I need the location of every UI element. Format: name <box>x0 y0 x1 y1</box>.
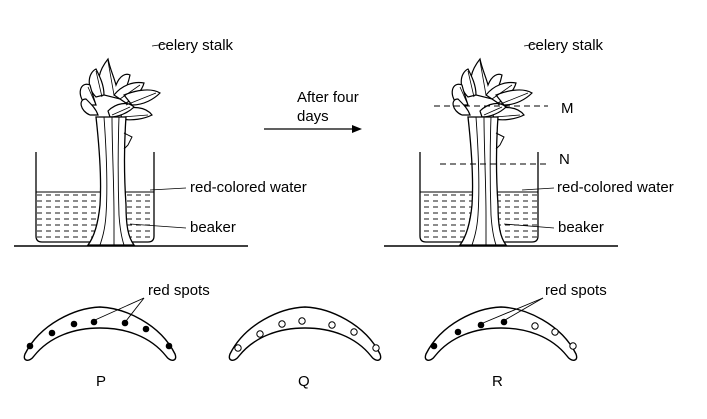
spot-filled <box>26 342 34 350</box>
spot-filled <box>165 342 173 350</box>
label-beaker-left: beaker <box>190 219 236 236</box>
spot-empty <box>256 330 264 338</box>
spot-filled <box>70 320 78 328</box>
label-celery-stalk-left: celery stalk <box>158 37 234 54</box>
section-p: red spots P <box>23 282 210 390</box>
section-q: Q <box>228 306 382 390</box>
spot-filled <box>477 321 485 329</box>
label-celery-stalk-right: celery stalk <box>528 37 604 54</box>
spot-empty <box>298 317 306 325</box>
spot-filled <box>48 329 56 337</box>
label-section-r: R <box>492 373 503 390</box>
spot-empty <box>234 344 242 352</box>
left-setup: celery stalk red-colored water beaker <box>14 37 307 247</box>
spot-empty <box>372 344 380 352</box>
label-red-spots-p: red spots <box>148 282 210 299</box>
label-section-p: P <box>96 373 106 390</box>
section-r: red spots R <box>424 282 607 390</box>
label-cut-n: N <box>559 151 570 168</box>
spot-empty <box>278 320 286 328</box>
section-p-outline <box>23 306 177 361</box>
spot-empty <box>569 342 577 350</box>
arrow-label-line2: days <box>297 108 329 125</box>
label-beaker-right: beaker <box>558 219 604 236</box>
label-cut-m: M <box>561 100 574 117</box>
label-water-right: red-colored water <box>557 179 674 196</box>
spot-empty <box>328 321 336 329</box>
right-setup: M N celery stalk red-colored water beake… <box>384 37 674 247</box>
spot-filled <box>500 318 508 326</box>
arrow-head <box>352 125 362 133</box>
spot-filled <box>454 328 462 336</box>
time-arrow: After four days <box>264 89 362 133</box>
spot-filled <box>90 318 98 326</box>
beaker-left <box>35 152 155 243</box>
label-water-left: red-colored water <box>190 179 307 196</box>
section-q-outline <box>228 306 382 361</box>
spot-filled <box>121 319 129 327</box>
spot-filled <box>142 325 150 333</box>
arrow-label-line1: After four <box>297 89 359 106</box>
label-red-spots-r: red spots <box>545 282 607 299</box>
spot-empty <box>350 328 358 336</box>
spot-filled <box>430 342 438 350</box>
label-section-q: Q <box>298 373 310 390</box>
section-r-outline <box>424 306 578 361</box>
spot-empty <box>551 328 559 336</box>
spot-empty <box>531 322 539 330</box>
